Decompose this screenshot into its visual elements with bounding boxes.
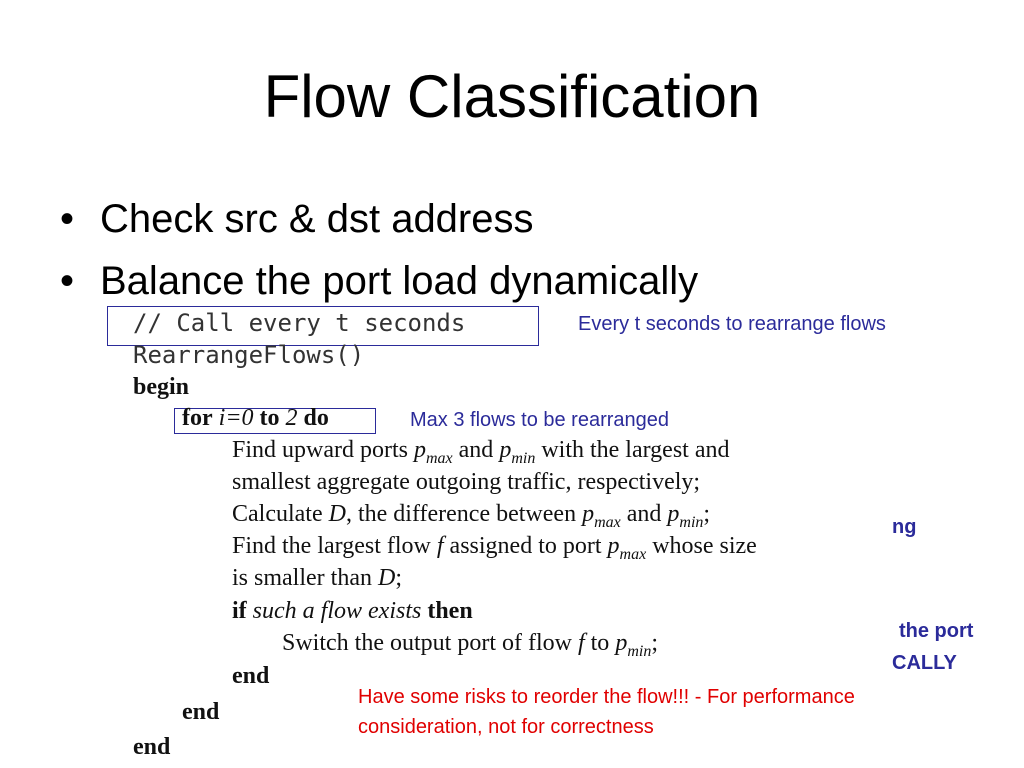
algorithm-end-if: end <box>232 663 270 689</box>
algorithm-line-5: is smaller than D; <box>232 565 402 591</box>
algorithm-function: RearrangeFlows() <box>133 341 365 369</box>
annotation-partial-cally: CALLY <box>892 652 957 674</box>
algorithm-line-4: Find the largest flow f assigned to port… <box>232 533 757 563</box>
algorithm-line-3: Calculate D, the difference between pmax… <box>232 501 711 531</box>
if-condition: such a flow exists <box>252 598 422 624</box>
algorithm-if-line: if such a flow exists then <box>232 598 473 625</box>
algorithm-comment: // Call every t seconds <box>133 309 466 337</box>
slide-title: Flow Classification <box>263 63 761 130</box>
then-keyword: then <box>427 598 473 624</box>
do-keyword: do <box>303 405 329 431</box>
annotation-every-t-seconds: Every t seconds to rearrange flows <box>578 313 886 335</box>
algorithm-begin: begin <box>133 374 190 400</box>
bullet-item: • Check src & dst address <box>60 188 698 250</box>
for-highlight-box <box>174 408 376 434</box>
algorithm-end-for: end <box>182 699 220 725</box>
algorithm-switch-line: Switch the output port of flow f to pmin… <box>282 630 658 660</box>
for-limit: 2 <box>285 405 298 431</box>
bullet-list: • Check src & dst address • Balance the … <box>60 188 698 312</box>
annotation-max-3-flows: Max 3 flows to be rearranged <box>410 409 670 431</box>
if-keyword: if <box>232 598 247 624</box>
annotation-risk-note: Have some risks to reorder the flow!!! -… <box>358 686 855 738</box>
annotation-partial-ng: ng <box>892 516 917 538</box>
for-keyword: for <box>182 405 213 431</box>
bullet-text: Balance the port load dynamically <box>100 259 699 303</box>
bullet-marker: • <box>60 197 75 241</box>
for-variable: i=0 <box>218 405 254 431</box>
bullet-marker: • <box>60 259 75 303</box>
annotation-partial-the-port: the port <box>899 620 974 642</box>
to-keyword: to <box>259 405 280 431</box>
algorithm-line-2: smallest aggregate outgoing traffic, res… <box>232 469 701 495</box>
algorithm-for-line: for i=0 to 2 do <box>182 405 329 432</box>
algorithm-line-1: Find upward ports pmax and pmin with the… <box>232 437 730 467</box>
comment-highlight-box <box>107 306 539 346</box>
bullet-item: • Balance the port load dynamically <box>60 250 698 312</box>
bullet-text: Check src & dst address <box>100 197 534 241</box>
algorithm-end-function: end <box>133 734 171 760</box>
